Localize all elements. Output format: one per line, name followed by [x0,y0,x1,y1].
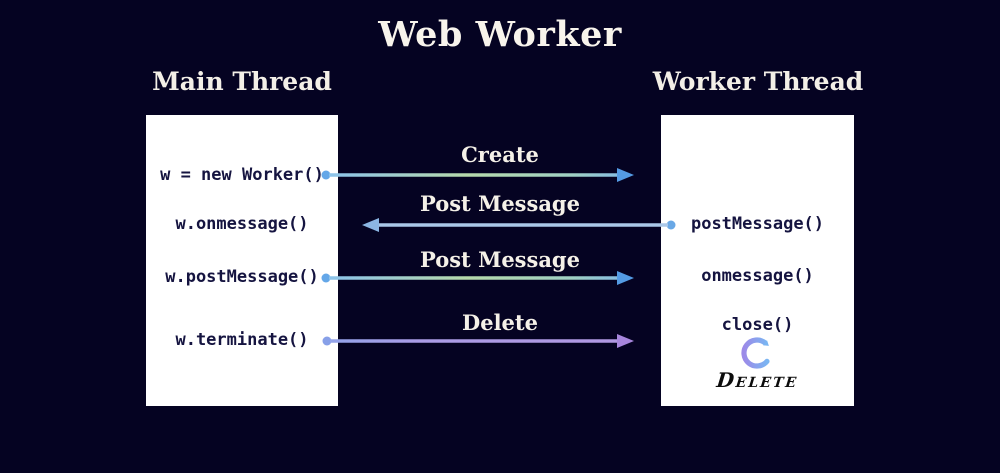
code-w-onmessage: w.onmessage() [175,214,309,234]
circular-arrow-icon [741,337,770,369]
main-thread-panel: w = new Worker() w.onmessage() w.postMes… [146,115,338,406]
delete-caption: Delete [715,368,800,392]
code-new-worker: w = new Worker() [160,165,324,185]
code-close: close() [721,315,794,335]
page-title: Web Worker [378,14,622,55]
code-w-terminate: w.terminate() [175,330,309,350]
post-message-right-arrow [321,271,634,285]
worker-thread-panel: postMessage() onmessage() close() Delete [661,115,854,406]
arrow-label-delete: Delete [462,310,538,335]
post-message-left-arrow [362,218,676,232]
code-postmessage: postMessage() [690,214,825,234]
arrow-label-post-message-1: Post Message [420,191,580,216]
main-thread-heading: Main Thread [152,67,332,96]
code-w-postmessage: w.postMessage() [165,267,319,287]
arrow-label-create: Create [461,142,539,167]
code-onmessage: onmessage() [701,266,814,286]
create-arrow [321,168,634,182]
delete-arrow [322,334,634,348]
worker-thread-heading: Worker Thread [652,67,864,96]
arrow-label-post-message-2: Post Message [420,247,580,272]
